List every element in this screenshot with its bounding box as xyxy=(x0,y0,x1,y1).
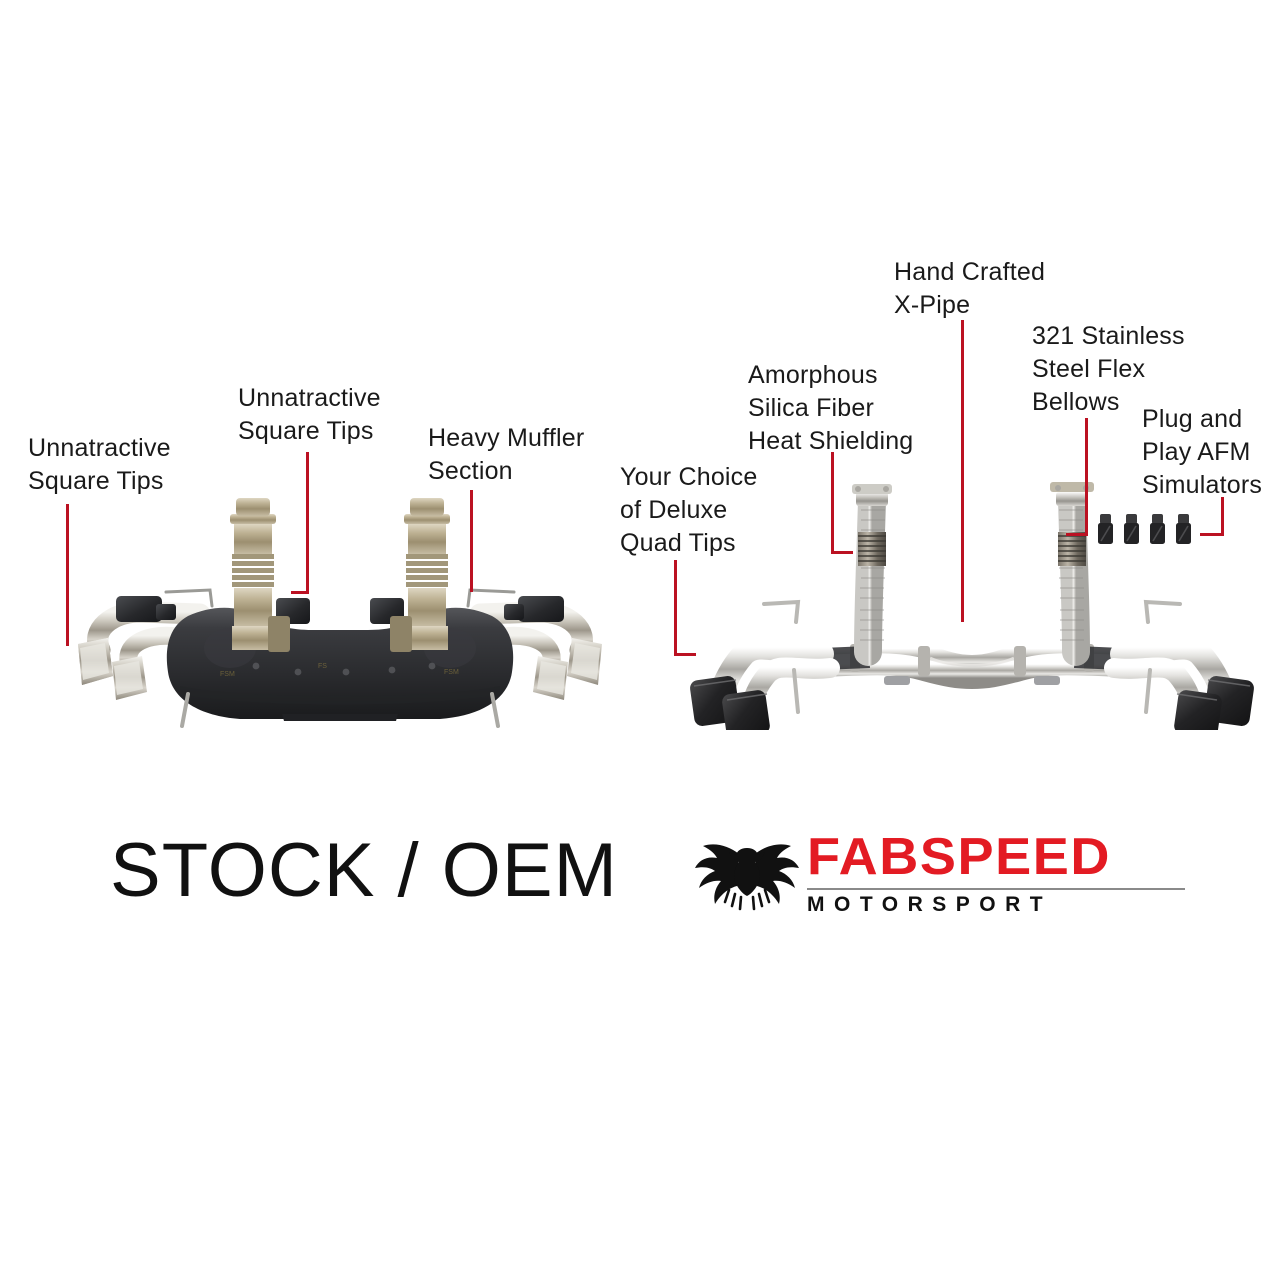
leader-stock-tips-center-horiz xyxy=(291,591,309,594)
brand-subtitle: MOTORSPORT xyxy=(807,893,1053,916)
stock-exhaust-image: FSM FS FSM xyxy=(60,480,620,730)
leader-fab-quad-tips-horiz xyxy=(674,653,696,656)
leader-stock-tips-left xyxy=(66,504,69,646)
eagle-icon xyxy=(695,834,799,914)
fabspeed-logo: FABSPEED MOTORSPORT xyxy=(695,830,1185,922)
leader-stock-tips-center-vert xyxy=(306,452,309,594)
brand-name: FABSPEED xyxy=(807,828,1111,886)
afm-simulators-image xyxy=(1098,512,1194,548)
callout-stock-tips-center: Unnatractive Square Tips xyxy=(238,384,381,445)
svg-text:FSM: FSM xyxy=(220,671,235,678)
leader-fab-afm-vert xyxy=(1221,497,1224,536)
leader-fab-flex-bellows-horiz xyxy=(1066,533,1088,536)
callout-fab-quad-tips: Your Choice of Deluxe Quad Tips xyxy=(620,463,758,557)
svg-text:FSM: FSM xyxy=(444,669,459,676)
fabspeed-exhaust-image xyxy=(672,470,1272,730)
leader-fab-x-pipe xyxy=(961,320,964,622)
brand-wordmark: FABSPEED MOTORSPORT xyxy=(807,830,1185,917)
callout-fab-x-pipe: Hand Crafted X-Pipe xyxy=(894,258,1046,319)
leader-fab-flex-bellows-vert xyxy=(1085,418,1088,536)
leader-stock-muffler xyxy=(470,490,473,592)
brand-divider xyxy=(807,888,1185,890)
leader-fab-heat-shield-vert xyxy=(831,452,834,554)
callout-fab-heat-shield: Amorphous Silica Fiber Heat Shielding xyxy=(748,361,914,455)
stock-oem-caption: STOCK / OEM xyxy=(110,828,618,913)
callout-stock-muffler: Heavy Muffler Section xyxy=(428,424,585,485)
leader-fab-afm-horiz xyxy=(1200,533,1224,536)
svg-text:FS: FS xyxy=(318,663,327,670)
callout-stock-tips-left: Unnatractive Square Tips xyxy=(28,434,171,495)
leader-fab-heat-shield-horiz xyxy=(831,551,853,554)
callout-fab-afm: Plug and Play AFM Simulators xyxy=(1142,405,1263,499)
callout-fab-flex-bellows: 321 Stainless Steel Flex Bellows xyxy=(1032,322,1185,416)
leader-fab-quad-tips-vert xyxy=(674,560,677,656)
